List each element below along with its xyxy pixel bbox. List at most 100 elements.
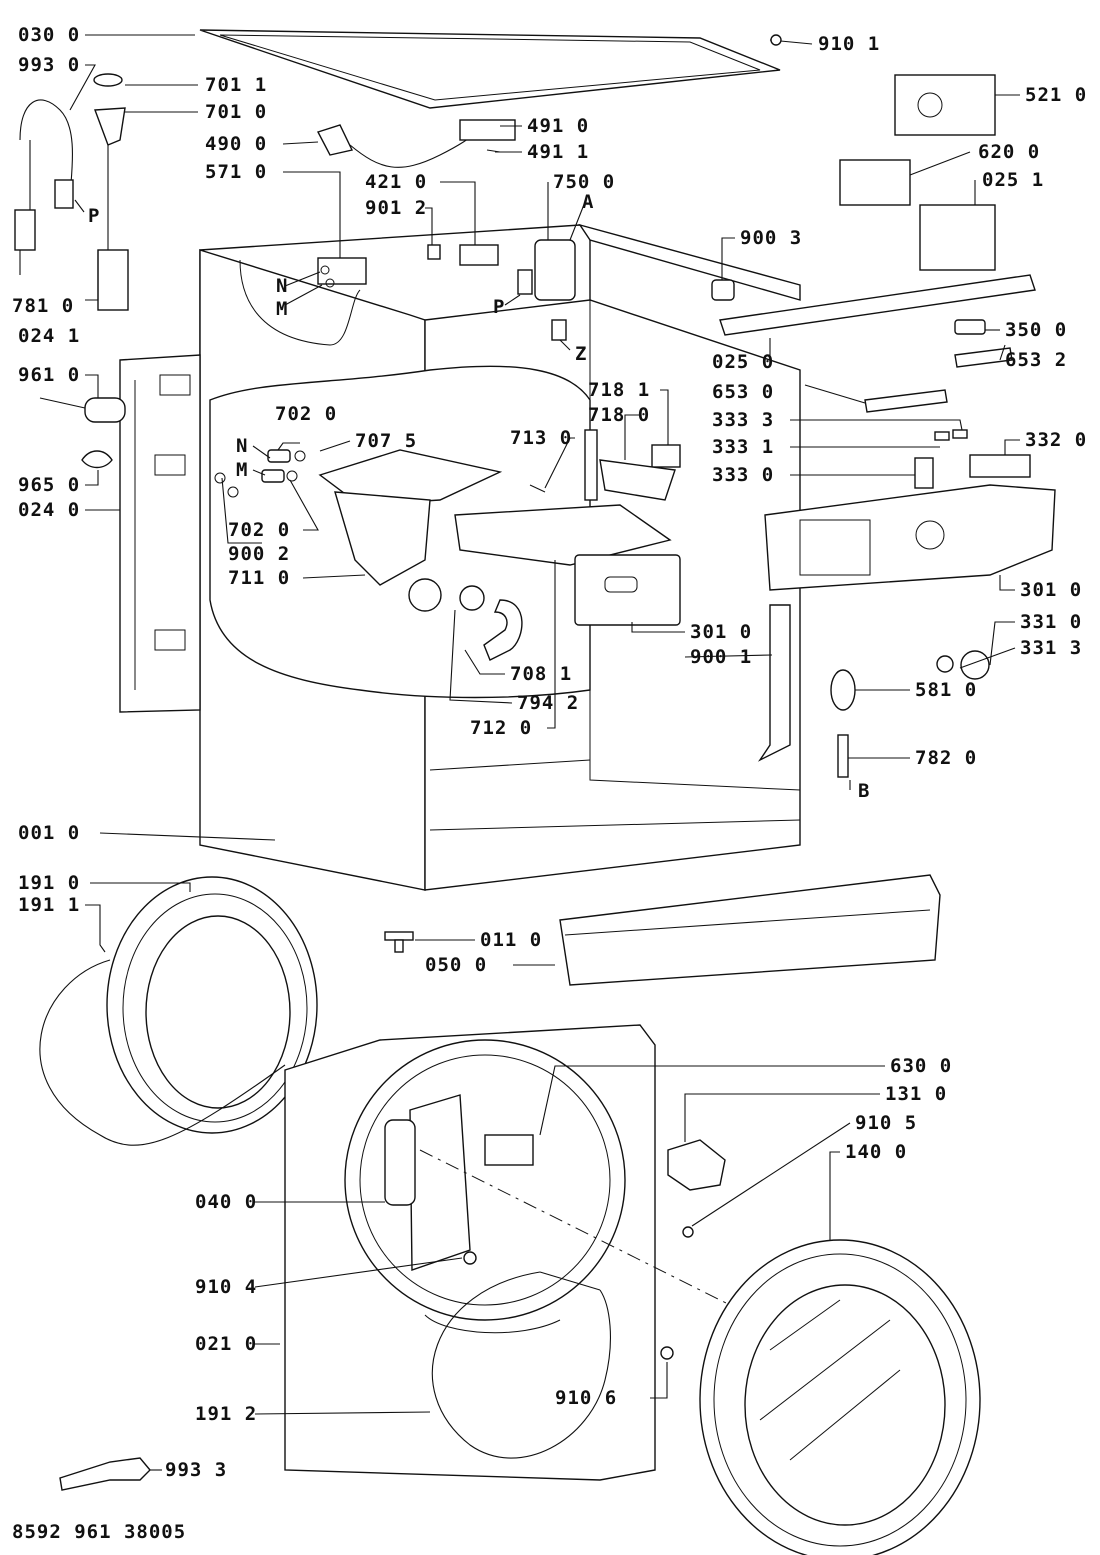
part-718-1: [651, 444, 681, 468]
hinge-040-0: [384, 1094, 471, 1271]
label-620-0: 620 0: [978, 141, 1040, 163]
label-001-0: 001 0: [18, 822, 80, 844]
part-718-0: [599, 459, 676, 501]
fascia-301-0: [764, 484, 1056, 591]
label-N-dispenser: N: [236, 435, 248, 457]
label-910-5: 910 5: [855, 1112, 917, 1134]
part-421-0: [459, 244, 499, 266]
label-M-dispenser: M: [236, 459, 248, 481]
part-131-0: [667, 1139, 726, 1191]
controller-521-0: [894, 74, 996, 136]
label-021-0: 021 0: [195, 1333, 257, 1355]
label-131-0: 131 0: [885, 1083, 947, 1105]
label-N-valve: N: [276, 275, 288, 297]
label-653-0: 653 0: [712, 381, 774, 403]
label-P-switch: P: [493, 296, 505, 318]
part-900-3: [711, 279, 735, 301]
label-521-0: 521 0: [1025, 84, 1087, 106]
label-333-0: 333 0: [712, 464, 774, 486]
part-782-0: [837, 734, 849, 778]
board-620-0: [839, 159, 911, 206]
document-number: 8592 961 38005: [12, 1521, 186, 1543]
label-713-0: 713 0: [510, 427, 572, 449]
part-653-0: [864, 389, 948, 413]
label-B: B: [858, 780, 870, 802]
label-025-1: 025 1: [982, 169, 1044, 191]
part-labels: 030 0 993 0 701 1 701 0 490 0 571 0 491 …: [12, 24, 1087, 1543]
label-140-0: 140 0: [845, 1141, 907, 1163]
label-702-0-top: 702 0: [275, 403, 337, 425]
label-301-0-handle: 301 0: [690, 621, 752, 643]
part-961-0: [39, 397, 126, 423]
label-491-1: 491 1: [527, 141, 589, 163]
label-332-0: 332 0: [1025, 429, 1087, 451]
part-333-0: [914, 457, 934, 489]
part-332-0: [969, 454, 1031, 478]
label-910-4: 910 4: [195, 1276, 257, 1298]
part-581-0: [830, 669, 856, 711]
part-350-0: [954, 319, 986, 335]
label-301-0-fascia: 301 0: [1020, 579, 1082, 601]
dispenser-711-0: [318, 449, 503, 612]
label-701-1: 701 1: [205, 74, 267, 96]
knob-331-0: [936, 650, 990, 680]
label-993-3: 993 3: [165, 1459, 227, 1481]
label-702-0-bottom: 702 0: [228, 519, 290, 541]
label-030-0: 030 0: [18, 24, 80, 46]
label-191-1: 191 1: [18, 894, 80, 916]
drawer-712-0: [454, 504, 681, 626]
label-333-1: 333 1: [712, 436, 774, 458]
foot-011-0: [384, 931, 414, 953]
top-lid-030-0: [199, 29, 781, 109]
label-011-0: 011 0: [480, 929, 542, 951]
label-718-0: 718 0: [588, 404, 650, 426]
label-750-0: 750 0: [553, 171, 615, 193]
label-718-1: 718 1: [588, 379, 650, 401]
label-711-0: 711 0: [228, 567, 290, 589]
label-491-0: 491 0: [527, 115, 589, 137]
label-490-0: 490 0: [205, 133, 267, 155]
part-713-0: [529, 429, 598, 501]
label-A: A: [582, 191, 594, 213]
label-571-0: 571 0: [205, 161, 267, 183]
label-901-2: 901 2: [365, 197, 427, 219]
part-901-2: [427, 244, 441, 260]
label-910-1: 910 1: [818, 33, 880, 55]
buttons-333: [934, 429, 968, 441]
label-630-0: 630 0: [890, 1055, 952, 1077]
label-333-3: 333 3: [712, 409, 774, 431]
label-782-0: 782 0: [915, 747, 977, 769]
label-350-0: 350 0: [1005, 319, 1067, 341]
leader-lines: [19, 34, 1020, 1471]
power-cord-490-0: [316, 124, 481, 168]
label-993-0: 993 0: [18, 54, 80, 76]
label-900-3: 900 3: [740, 227, 802, 249]
label-965-0: 965 0: [18, 474, 80, 496]
label-581-0: 581 0: [915, 679, 977, 701]
part-653-2: [954, 347, 1013, 368]
label-653-2: 653 2: [1005, 349, 1067, 371]
valve-571-0: [317, 257, 367, 288]
label-024-0: 024 0: [18, 499, 80, 521]
hose-794-2: [459, 585, 523, 661]
label-040-0: 040 0: [195, 1191, 257, 1213]
label-191-2: 191 2: [195, 1403, 257, 1425]
board-025-1: [919, 204, 996, 271]
label-707-5: 707 5: [355, 430, 417, 452]
label-025-0: 025 0: [712, 351, 774, 373]
inlet-hose-993-0: [14, 99, 74, 251]
back-panel-024-0: [119, 354, 201, 713]
label-331-3: 331 3: [1020, 637, 1082, 659]
label-900-1: 900 1: [690, 646, 752, 668]
door-140-0: [699, 1239, 981, 1555]
screws: [463, 34, 813, 1360]
label-712-0: 712 0: [470, 717, 532, 739]
tool-993-3: [59, 1457, 151, 1491]
label-794-2: 794 2: [517, 692, 579, 714]
label-050-0: 050 0: [425, 954, 487, 976]
label-M-valve: M: [276, 298, 288, 320]
door-seal-191-0: [39, 876, 318, 1146]
label-900-2: 900 2: [228, 543, 290, 565]
